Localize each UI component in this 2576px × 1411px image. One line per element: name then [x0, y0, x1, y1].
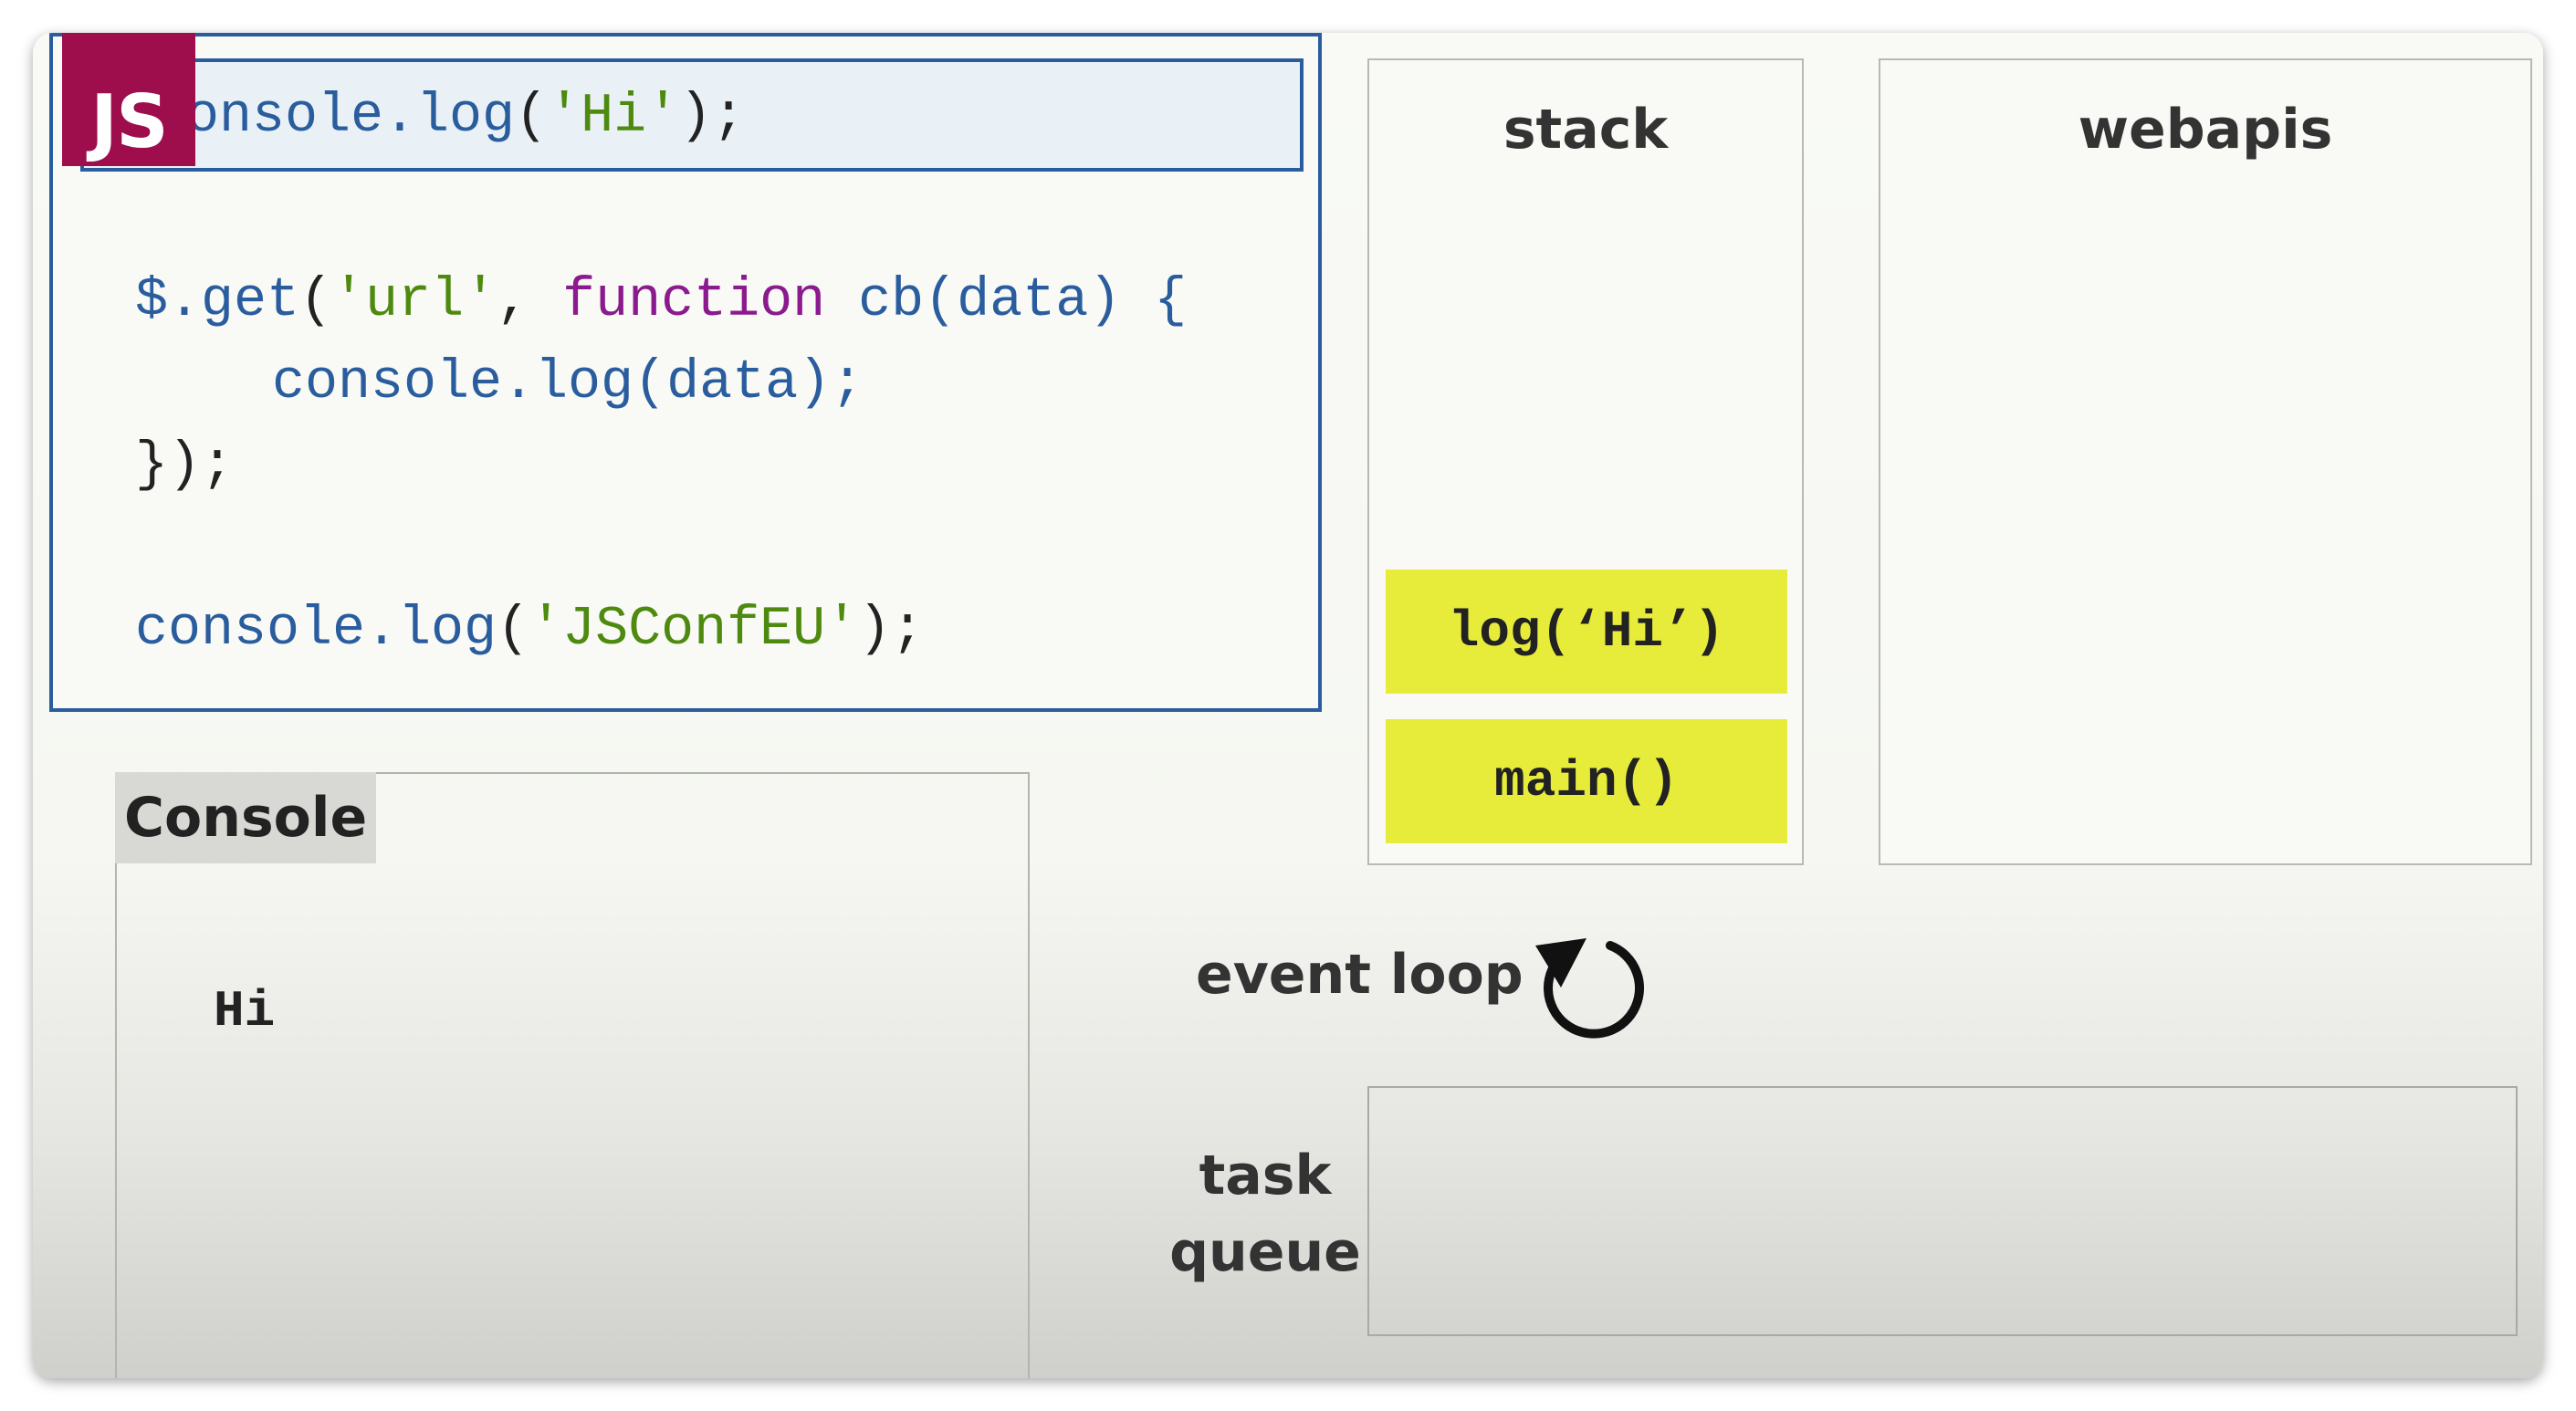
- code-token: (data);: [634, 352, 864, 414]
- code-token: );: [679, 86, 746, 148]
- code-token: console.log: [272, 352, 634, 414]
- code-token: (: [515, 86, 549, 148]
- js-logo: JS: [62, 33, 195, 166]
- event-loop-label: event loop: [1196, 943, 1524, 1007]
- code-token: 'Hi': [548, 86, 680, 148]
- console-panel: Console Hi: [115, 772, 1030, 1378]
- stack-frame-main: main(): [1386, 719, 1787, 843]
- console-output-line: Hi: [214, 982, 276, 1040]
- code-token: 'JSConfEU': [529, 599, 859, 661]
- code-line-4: });: [135, 438, 234, 493]
- console-title: Console: [115, 772, 377, 863]
- webapis-panel: webapis: [1879, 58, 2532, 865]
- refresh-arrow-icon: [1535, 938, 1644, 1039]
- code-token: });: [135, 434, 235, 496]
- stack-frame-log-hi: log(‘Hi’): [1386, 570, 1787, 694]
- code-token: $.get: [135, 270, 300, 332]
- stack-panel: stack log(‘Hi’) main(): [1367, 58, 1804, 865]
- webapis-title: webapis: [2078, 98, 2333, 162]
- slide: console.log('Hi'); $.get('url', function…: [33, 33, 2543, 1378]
- code-token: );: [858, 599, 925, 661]
- task-queue-panel: [1367, 1086, 2518, 1336]
- stack-title: stack: [1503, 98, 1669, 162]
- code-token: cb: [825, 270, 925, 332]
- code-token: (: [497, 599, 530, 661]
- current-line-highlight: [80, 58, 1304, 172]
- task-queue-label-line-1: task: [1199, 1144, 1332, 1207]
- code-line-2: $.get('url', function cb(data) {: [135, 274, 1187, 329]
- code-token: console.log: [153, 86, 516, 148]
- task-queue-label-line-2: queue: [1169, 1220, 1361, 1284]
- code-line-5: console.log('JSConfEU');: [135, 602, 924, 657]
- code-panel: console.log('Hi'); $.get('url', function…: [49, 33, 1322, 712]
- code-token: 'url': [332, 270, 497, 332]
- code-token: (: [299, 270, 333, 332]
- code-token: ,: [497, 270, 563, 332]
- code-token: function: [562, 270, 826, 332]
- code-token: console.log: [135, 599, 497, 661]
- code-token: (data) {: [924, 270, 1188, 332]
- task-queue-label: task queue: [1165, 1137, 1366, 1291]
- code-line-1: console.log('Hi');: [153, 89, 745, 144]
- code-line-3: console.log(data);: [272, 356, 864, 411]
